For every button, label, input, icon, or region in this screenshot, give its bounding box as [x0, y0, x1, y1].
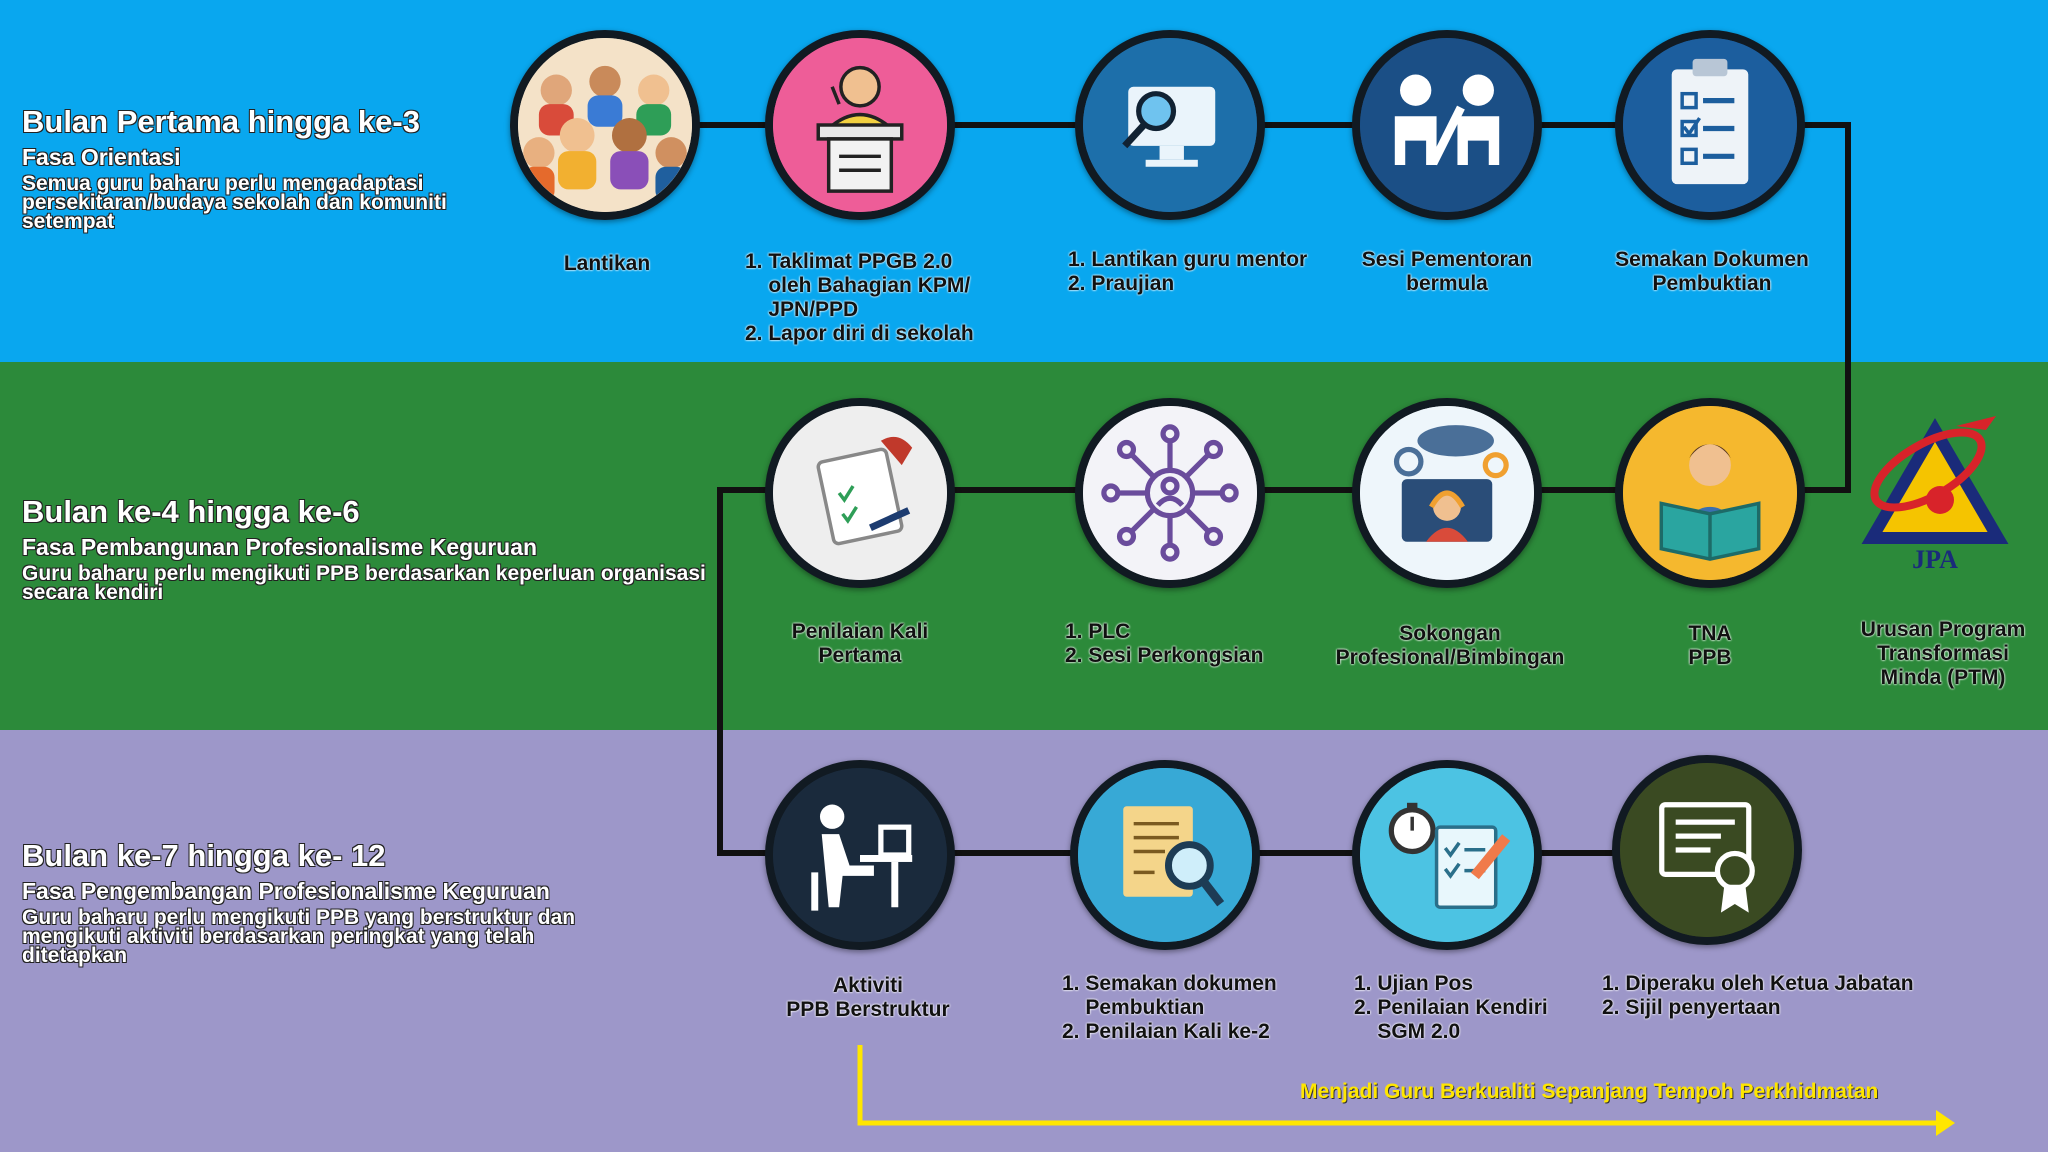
node-ujian-pos	[1352, 760, 1542, 950]
label-semakan-dokumen-2: 1. Semakan dokumen Pembuktian 2. Penilai…	[1062, 972, 1277, 1043]
document-magnifier-icon	[1078, 768, 1252, 942]
label-jpa: Urusan Program Transformasi Minda (PTM)	[1860, 618, 2026, 689]
node-tna	[1615, 398, 1805, 588]
final-arrow-head	[1936, 1110, 1955, 1136]
phase-2-subtitle: Fasa Pembangunan Profesionalisme Kegurua…	[22, 534, 538, 560]
label-sokongan: Sokongan Profesional/Bimbingan	[1335, 622, 1565, 669]
network-people-icon	[1083, 406, 1257, 580]
reader-book-icon	[1623, 406, 1797, 580]
label-ujian-pos: 1. Ujian Pos 2. Penilaian Kendiri SGM 2.…	[1354, 972, 1548, 1043]
label-aktiviti: Aktiviti PPB Berstruktur	[786, 974, 950, 1021]
certificate-icon	[1620, 763, 1794, 937]
node-pementoran	[1352, 30, 1542, 220]
clipboard-evaluation-icon	[773, 406, 947, 580]
phase-2-title: Bulan ke-4 hingga ke-6	[22, 494, 360, 529]
phase-1-title: Bulan Pertama hingga ke-3	[22, 104, 420, 139]
phase-3-subtitle: Fasa Pengembangan Profesionalisme Keguru…	[22, 878, 550, 904]
node-semakan-dokumen-2	[1070, 760, 1260, 950]
jpa-logo: JPA	[1861, 416, 2009, 574]
final-outcome-text: Menjadi Guru Berkualiti Sepanjang Tempoh…	[1300, 1080, 1879, 1103]
phase-1-description: Semua guru baharu perlu mengadaptasi per…	[22, 172, 447, 233]
monitor-search-icon	[1083, 38, 1257, 212]
stopwatch-checklist-icon	[1360, 768, 1534, 942]
node-aktiviti	[765, 760, 955, 950]
node-penilaian-pertama	[765, 398, 955, 588]
node-semakan-dokumen	[1615, 30, 1805, 220]
support-headset-icon	[1360, 406, 1534, 580]
phase-3-title: Bulan ke-7 hingga ke- 12	[22, 838, 386, 873]
crowd-icon	[518, 38, 692, 212]
clipboard-checklist-icon	[1623, 38, 1797, 212]
podium-speaker-icon	[773, 38, 947, 212]
node-mentor	[1075, 30, 1265, 220]
phase-2-header: Bulan ke-4 hingga ke-6 Fasa Pembangunan …	[22, 494, 722, 604]
label-tna: TNA PPB	[1688, 622, 1732, 669]
mentor-people-icon	[1360, 38, 1534, 212]
phase-1-subtitle: Fasa Orientasi	[22, 144, 181, 170]
phase-3-description: Guru baharu perlu mengikuti PPB yang ber…	[22, 906, 576, 967]
label-mentor: 1. Lantikan guru mentor 2. Praujian	[1068, 248, 1308, 295]
label-penilaian-pertama: Penilaian Kali Pertama	[791, 620, 929, 667]
phase-1-header: Bulan Pertama hingga ke-3 Fasa Orientasi…	[22, 104, 492, 233]
phase-3-header: Bulan ke-7 hingga ke- 12 Fasa Pengembang…	[22, 838, 602, 967]
label-semakan-dokumen: Semakan Dokumen Pembuktian	[1615, 248, 1809, 295]
phase-2-description: Guru baharu perlu mengikuti PPB berdasar…	[22, 562, 706, 604]
node-plc	[1075, 398, 1265, 588]
label-plc: 1. PLC 2. Sesi Perkongsian	[1065, 620, 1264, 667]
label-taklimat: 1. Taklimat PPGB 2.0 oleh Bahagian KPM/ …	[745, 250, 974, 345]
label-lantikan: Lantikan	[563, 252, 651, 275]
final-arrow-line	[857, 1045, 1940, 1126]
jpa-logo-text: JPA	[1912, 545, 1958, 574]
node-sokongan	[1352, 398, 1542, 588]
label-pementoran: Sesi Pementoran bermula	[1361, 248, 1533, 295]
node-taklimat	[765, 30, 955, 220]
node-lantikan	[510, 30, 700, 220]
label-sijil: 1. Diperaku oleh Ketua Jabatan 2. Sijil …	[1602, 972, 1914, 1019]
node-sijil	[1612, 755, 1802, 945]
desk-worker-icon	[773, 768, 947, 942]
